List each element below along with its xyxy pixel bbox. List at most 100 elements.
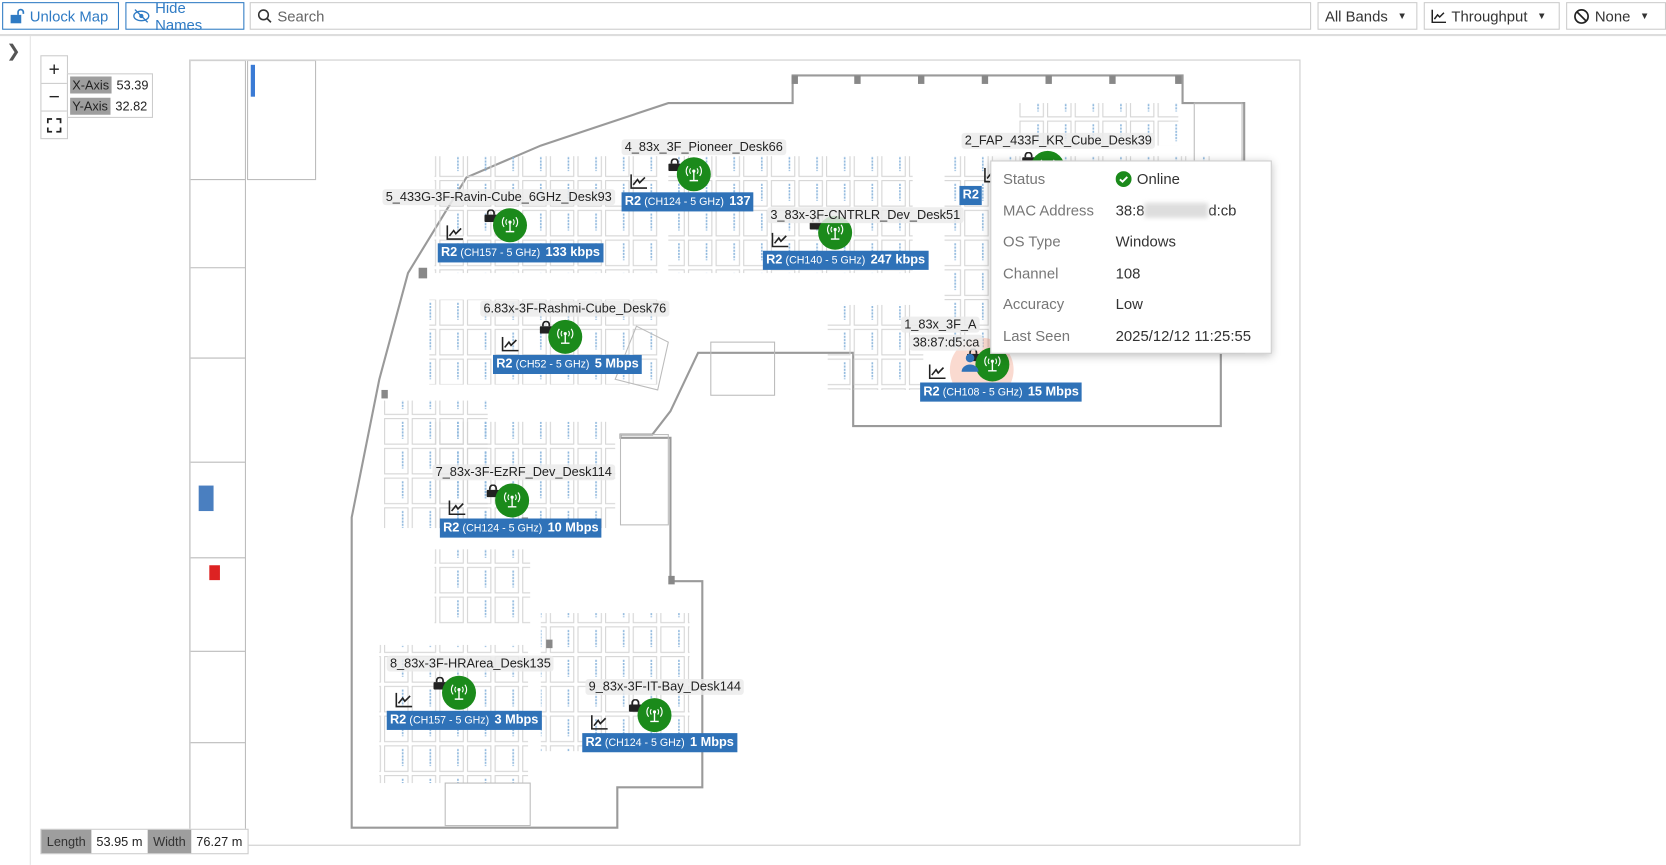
overlay-select-value: None xyxy=(1594,7,1631,25)
throughput-chart-icon[interactable] xyxy=(446,225,464,240)
radio-name: R2 xyxy=(923,383,940,399)
ap-radio-badge[interactable]: R2(CH157 - 5 GHz) 3 Mbps xyxy=(386,710,542,730)
hide-names-label: Hide Names xyxy=(155,0,203,33)
ap-name-label[interactable]: 3_83x-3F-CNTRLR_Dev_Desk51 xyxy=(767,207,964,224)
radio-throughput: 247 kbps xyxy=(870,251,926,267)
throughput-chart-icon[interactable] xyxy=(395,692,413,708)
x-axis-label: X-Axis xyxy=(70,76,112,94)
radio-channel: (CH157 - 5 GHz) xyxy=(460,247,541,260)
width-value: 76.27 m xyxy=(196,834,243,849)
radio-name: R2 xyxy=(389,711,407,727)
radio-channel: (CH124 - 5 GHz) xyxy=(604,737,685,750)
toolbar: Unlock Map Hide Names Search All Bands▼ … xyxy=(0,0,1666,37)
client-mac-label[interactable]: 38:87:d5:ca xyxy=(909,334,983,351)
access-point-marker[interactable] xyxy=(637,698,672,733)
throughput-chart-icon[interactable] xyxy=(591,715,608,730)
search-input[interactable]: Search xyxy=(249,2,1312,30)
access-point-marker[interactable] xyxy=(495,483,530,518)
ban-icon xyxy=(1574,8,1589,24)
mac-redacted xyxy=(1144,202,1209,218)
mac-prefix: 38:8 xyxy=(1115,201,1145,219)
unlock-map-button[interactable]: Unlock Map xyxy=(2,2,119,30)
expand-icon xyxy=(46,117,62,133)
ap-name-label[interactable]: 9_83x-3F-IT-Bay_Desk144 xyxy=(585,678,745,695)
x-axis-value: 53.39 xyxy=(116,77,149,93)
metric-select[interactable]: Throughput▼ xyxy=(1423,2,1560,30)
eye-slash-icon xyxy=(133,9,150,23)
line-chart-icon xyxy=(1431,9,1447,23)
length-value: 53.95 m xyxy=(96,834,143,849)
ap-name-label[interactable]: 6.83x-3F-Rashmi-Cube_Desk76 xyxy=(480,300,670,317)
floor-dimensions: Length 53.95 m Width 76.27 m xyxy=(40,828,249,855)
ap-name-label[interactable]: 2_FAP_433F_KR_Cube_Desk39 xyxy=(961,132,1156,149)
overlay-select[interactable]: None ▼ xyxy=(1566,2,1666,30)
search-placeholder: Search xyxy=(277,7,325,25)
ap-radio-badge[interactable]: R2(CH108 - 5 GHz) 15 Mbps xyxy=(920,382,1083,402)
radio-throughput: 5 Mbps xyxy=(594,355,639,371)
access-point-marker[interactable] xyxy=(493,208,527,243)
access-point-marker[interactable] xyxy=(548,319,583,354)
radio-throughput: 133 kbps xyxy=(545,244,601,260)
channel-label: Channel xyxy=(1003,264,1059,282)
radio-channel: (CH124 - 5 GHz) xyxy=(644,196,724,209)
channel-value: 108 xyxy=(1115,264,1141,282)
ap-radio-badge[interactable]: R2(CH124 - 5 GHz) 1 Mbps xyxy=(582,733,738,753)
band-select[interactable]: All Bands▼ xyxy=(1317,2,1418,30)
radio-throughput: 15 Mbps xyxy=(1027,383,1079,399)
ap-radio-badge[interactable]: R2(CH124 - 5 GHz) 10 Mbps xyxy=(439,518,602,538)
width-label: Width xyxy=(147,829,191,854)
zoom-in-button[interactable]: + xyxy=(41,56,67,84)
zoom-out-button[interactable]: − xyxy=(41,84,67,112)
ap-name-label[interactable]: 5_433G-3F-Ravin-Cube_6GHz_Desk93 xyxy=(382,189,615,206)
accuracy-value: Low xyxy=(1115,295,1143,313)
throughput-chart-icon[interactable] xyxy=(928,364,946,380)
mac-label: MAC Address xyxy=(1003,201,1094,219)
search-icon xyxy=(257,9,272,23)
mac-suffix: d:cb xyxy=(1208,201,1237,219)
throughput-chart-icon[interactable] xyxy=(448,500,466,516)
radio-channel: (CH52 - 5 GHz) xyxy=(515,359,590,371)
ap-name-label[interactable]: 1_83x_3F_A xyxy=(901,316,980,333)
y-axis-label: Y-Axis xyxy=(70,97,111,115)
radio-channel: (CH140 - 5 GHz) xyxy=(785,255,866,267)
access-point-marker[interactable] xyxy=(442,675,476,710)
radio-channel: (CH108 - 5 GHz) xyxy=(942,386,1023,399)
access-point-marker[interactable] xyxy=(676,157,711,192)
radio-name: R2 xyxy=(443,519,460,535)
throughput-chart-icon[interactable] xyxy=(771,232,789,248)
chevron-right-icon[interactable]: ❯ xyxy=(6,42,21,61)
ap-radio-badge[interactable]: R2(CH52 - 5 GHz)5 Mbps xyxy=(493,354,642,374)
ap-name-label[interactable]: 4_83x_3F_Pioneer_Desk66 xyxy=(621,139,787,156)
radio-throughput: 3 Mbps xyxy=(494,711,539,727)
ap-name-label[interactable]: 8_83x-3F-HRArea_Desk135 xyxy=(386,655,554,672)
client-person-icon[interactable] xyxy=(961,353,979,372)
y-axis-value: 32.82 xyxy=(115,98,148,114)
radio-name: R2 xyxy=(585,734,602,750)
zoom-controls: + − xyxy=(40,55,68,140)
lock-open-icon xyxy=(10,8,25,24)
radio-throughput: 1 Mbps xyxy=(689,734,734,750)
fit-screen-button[interactable] xyxy=(41,112,67,139)
radio-name: R2 xyxy=(766,251,783,267)
ap-radio-badge[interactable]: R2 xyxy=(959,185,983,206)
throughput-chart-icon[interactable] xyxy=(501,336,519,352)
length-label: Length xyxy=(41,829,92,854)
radio-throughput: 10 Mbps xyxy=(547,519,599,535)
radio-channel: (CH124 - 5 GHz) xyxy=(462,522,543,535)
status-label: Status xyxy=(1003,170,1046,187)
ap-radio-badge[interactable]: R2(CH157 - 5 GHz) 133 kbps xyxy=(437,243,604,263)
ap-radio-badge[interactable]: R2(CH140 - 5 GHz) 247 kbps xyxy=(762,250,929,270)
accuracy-label: Accuracy xyxy=(1003,295,1065,313)
hide-names-button[interactable]: Hide Names xyxy=(125,0,245,33)
ap-name-label[interactable]: 7_83x-3F-EzRF_Dev_Desk114 xyxy=(432,464,616,481)
caret-down-icon: ▼ xyxy=(1397,10,1407,22)
radio-channel: (CH157 - 5 GHz) xyxy=(409,715,490,727)
caret-down-icon: ▼ xyxy=(1639,10,1650,22)
radio-name: R2 xyxy=(440,244,458,260)
throughput-chart-icon[interactable] xyxy=(630,174,648,189)
metric-select-value: Throughput xyxy=(1451,7,1528,25)
ap-radio-badge[interactable]: R2(CH124 - 5 GHz)137 xyxy=(621,192,754,212)
last-seen-value: 2025/12/12 11:25:55 xyxy=(1115,327,1252,345)
